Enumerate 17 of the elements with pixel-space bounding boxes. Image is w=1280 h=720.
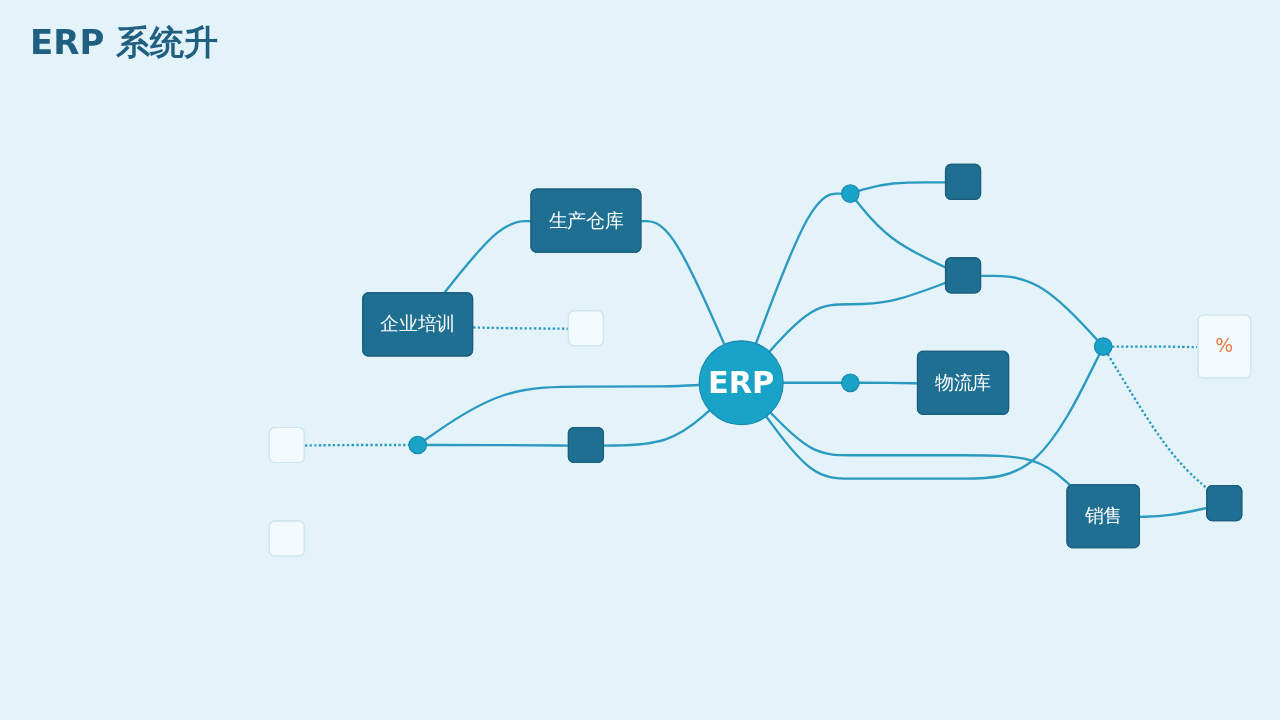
connector [1106, 353, 1209, 490]
connector [981, 274, 1099, 341]
connector [424, 383, 700, 441]
diagram-title: ERP 系统升 [30, 21, 219, 64]
node-circle [1093, 337, 1113, 356]
node-circle [408, 435, 428, 455]
connector [754, 192, 842, 344]
connector [604, 409, 711, 447]
connector [769, 411, 1072, 487]
node-circle: ERP [698, 340, 784, 426]
node-circle [840, 373, 860, 392]
connector [765, 353, 1101, 480]
node-circle [840, 184, 860, 203]
connector [426, 443, 569, 447]
connector [442, 219, 532, 294]
connector [641, 219, 726, 345]
connector [783, 381, 842, 384]
